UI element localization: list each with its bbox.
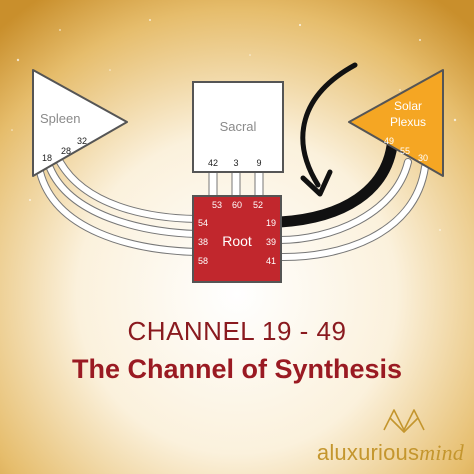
active-channel-19-49: [274, 140, 398, 228]
sacral-gate: 3: [233, 158, 238, 168]
solar-plexus-gate: 49: [384, 136, 394, 146]
spleen-label: Spleen: [40, 111, 80, 126]
solar-plexus-gate: 55: [400, 146, 410, 156]
spleen-gate: 18: [42, 153, 52, 163]
root-gate: 60: [232, 200, 242, 210]
root-gate: 58: [198, 256, 208, 266]
sacral-center: Sacral 42 3 9: [192, 81, 284, 173]
brand-text-accent: mind: [419, 440, 464, 465]
root-gate: 54: [198, 218, 208, 228]
root-center: Root 53 60 52 54 38 58 19 39 41: [192, 195, 282, 283]
root-gate: 52: [253, 200, 263, 210]
solar-plexus-center: Solar Plexus 49 55 30: [348, 69, 444, 177]
root-gate: 41: [266, 256, 276, 266]
spleen-gate: 28: [61, 146, 71, 156]
spleen-gate: 32: [77, 136, 87, 146]
channels-spleen-root: [36, 158, 200, 256]
solar-plexus-label-2: Plexus: [390, 115, 426, 129]
channel-name: The Channel of Synthesis: [71, 354, 403, 384]
root-gate: 39: [266, 237, 276, 247]
sacral-gate: 9: [256, 158, 261, 168]
spleen-center: Spleen 32 28 18: [32, 69, 128, 177]
brand-logo-icon: [383, 409, 425, 433]
root-gate: 38: [198, 237, 208, 247]
root-gate: 53: [212, 200, 222, 210]
solar-plexus-label-1: Solar: [394, 99, 422, 113]
curved-arrow-icon: [300, 62, 358, 197]
root-gate: 19: [266, 218, 276, 228]
sacral-gate: 42: [208, 158, 218, 168]
brand-text-main: aluxurious: [316, 440, 420, 465]
root-label: Root: [222, 233, 252, 249]
solar-plexus-gate: 30: [418, 153, 428, 163]
brand-wordmark: aluxuriousmind: [317, 440, 464, 466]
channels-solar-root: [276, 158, 429, 262]
sacral-label: Sacral: [220, 119, 257, 134]
channel-number: CHANNEL 19 - 49: [127, 316, 347, 346]
